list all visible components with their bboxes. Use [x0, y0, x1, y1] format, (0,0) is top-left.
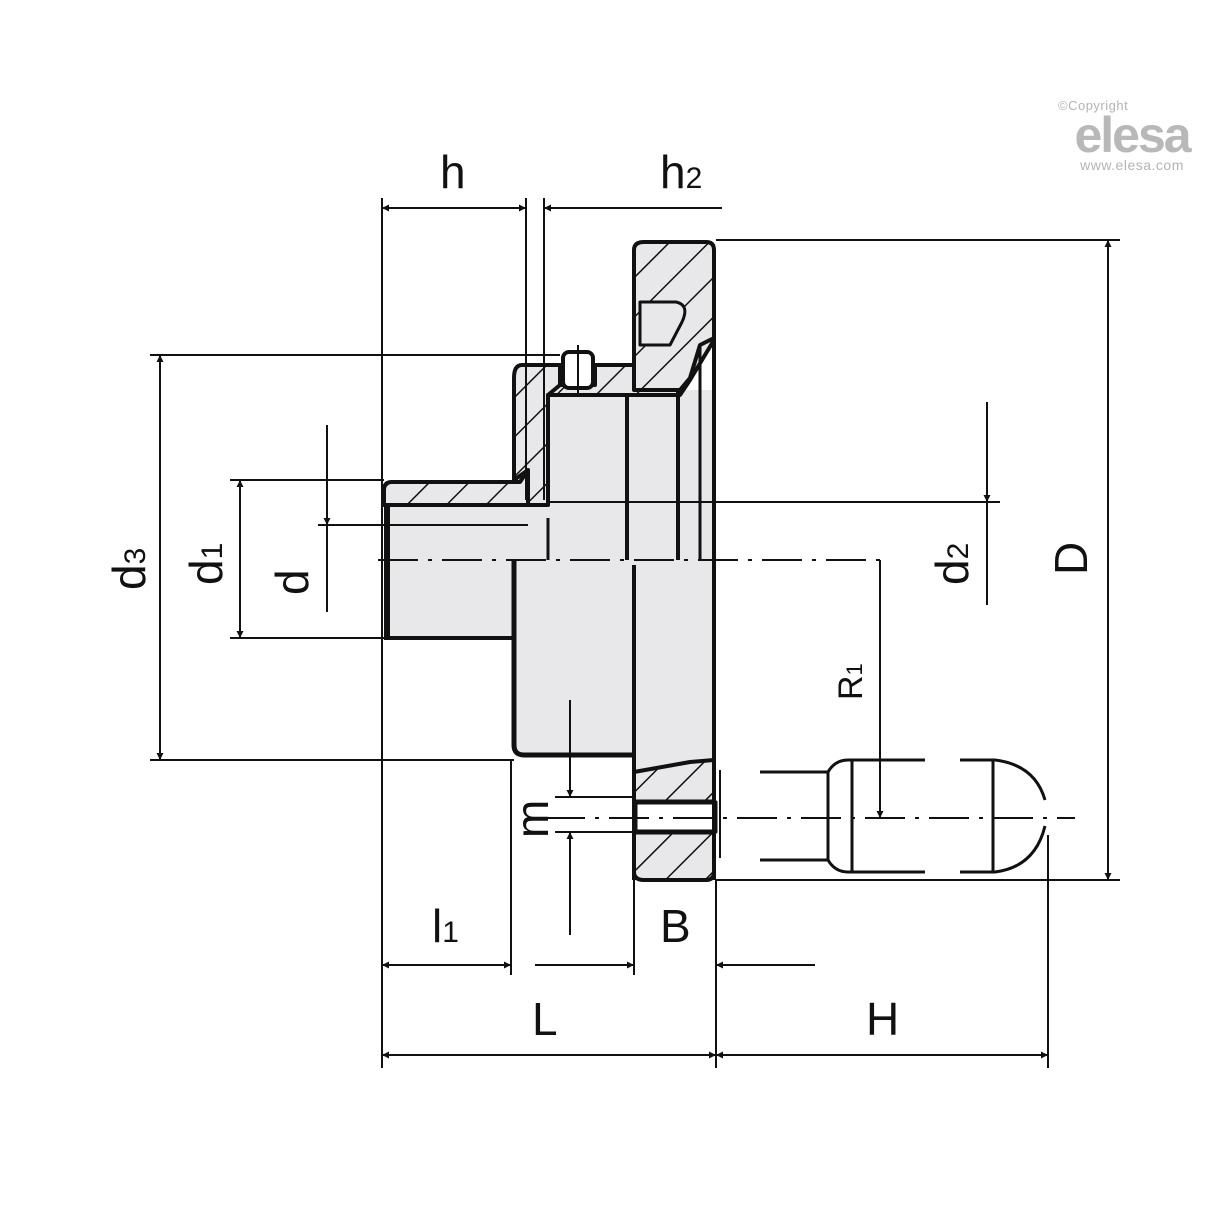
watermark-url: www.elesa.com — [1080, 157, 1184, 173]
label-d: d — [266, 569, 318, 595]
copyright-text: ©Copyright — [1058, 98, 1129, 113]
hub-tube-section — [382, 468, 530, 507]
dimension-labels: h h2 d3 d1 d d2 D R1 m l1 B L H — [103, 146, 1097, 1045]
elesa-logo: elesa — [1074, 107, 1191, 163]
label-h2: h2 — [660, 146, 702, 198]
label-R1: R1 — [832, 663, 870, 700]
label-m: m — [506, 800, 558, 838]
label-d2: d2 — [926, 543, 978, 585]
part-cross-section — [382, 240, 718, 882]
handle-phantom — [719, 758, 1047, 874]
elesa-watermark: ©Copyright elesa www.elesa.com — [1052, 98, 1212, 173]
dimension-lines — [150, 198, 1120, 1068]
label-d3: d3 — [103, 548, 155, 590]
label-D: D — [1045, 542, 1097, 575]
label-d1: d1 — [180, 543, 232, 585]
centerlines — [378, 559, 1075, 819]
label-H: H — [866, 993, 899, 1045]
label-h: h — [440, 146, 466, 198]
label-L: L — [532, 993, 558, 1045]
label-B: B — [660, 900, 691, 952]
label-l1: l1 — [432, 900, 459, 952]
